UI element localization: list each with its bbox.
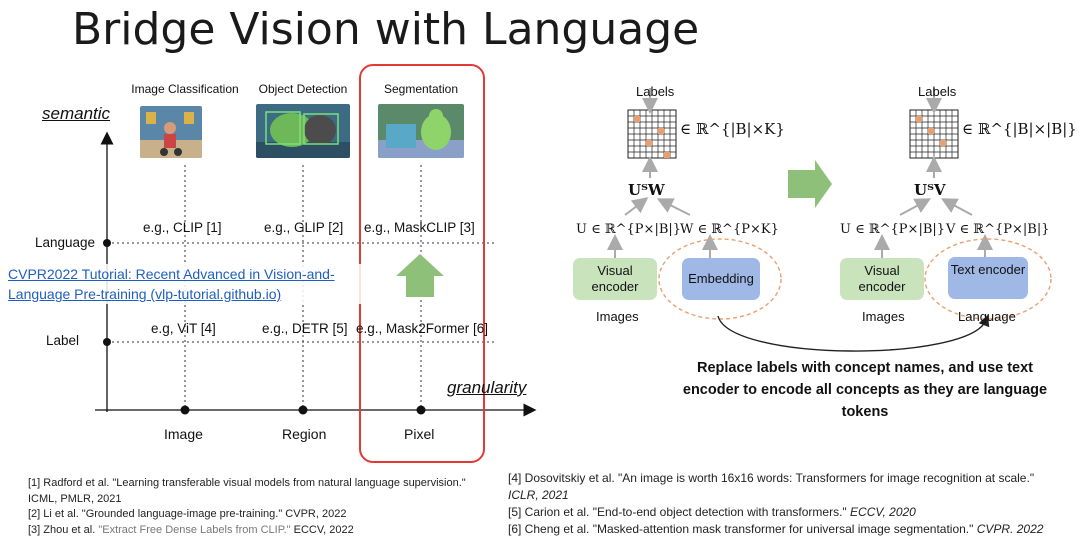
image-point xyxy=(180,405,190,415)
x-axis-label: granularity xyxy=(447,378,527,397)
reference-3-authors: [3] Zhou et al. xyxy=(28,523,99,536)
left-labels-title: Labels xyxy=(636,84,675,99)
col-header-segmentation: Segmentation xyxy=(383,82,459,96)
pixel-x-label: Pixel xyxy=(404,426,435,442)
vit-example: e.g, ViT [4] xyxy=(151,321,216,336)
right-product: UᵀV xyxy=(914,181,946,199)
glip-example: e.g., GLIP [2] xyxy=(264,220,344,235)
right-v-matrix: V ∈ ℝ^{P×|B|} xyxy=(946,222,1050,237)
reference-3: [3] Zhou et al. "Extract Free Dense Labe… xyxy=(28,523,468,539)
reference-6-text: [6] Cheng et al. "Masked-attention mask … xyxy=(508,522,977,536)
col-header-image-classification: Image Classification xyxy=(131,82,239,96)
clip-diagram xyxy=(607,88,1052,352)
left-labels-set: ∈ ℝ^{|B|×K} xyxy=(680,120,785,138)
replace-connection-arrow xyxy=(717,314,990,352)
region-x-label: Region xyxy=(282,426,327,442)
reference-3-title: "Extract Free Dense Labels from CLIP." xyxy=(98,523,291,536)
reference-3-venue: ECCV, 2022 xyxy=(290,523,354,536)
maskclip-example: e.g., MaskCLIP [3] xyxy=(364,220,475,235)
embedding-box: Embedding xyxy=(682,258,760,300)
left-label-matrix xyxy=(627,109,677,159)
reference-6: [6] Cheng et al. "Masked-attention mask … xyxy=(508,521,1048,538)
reference-4: [4] Dosovitskiy et al. "An image is wort… xyxy=(508,470,1048,504)
segmentation-highlight-box xyxy=(359,64,485,463)
page-title: Bridge Vision with Language xyxy=(72,4,700,55)
right-u-matrix: U ∈ ℝ^{P×|B|} xyxy=(840,222,946,237)
diagram-caption: Replace labels with concept names, and u… xyxy=(682,360,1048,420)
left-images-input: Images xyxy=(596,309,639,324)
reference-2: [2] Li et al. "Grounded language-image p… xyxy=(28,508,347,520)
language-input: Language xyxy=(958,309,1016,324)
text-encoder-box: Text encoder xyxy=(948,257,1028,299)
y-axis-label: semantic xyxy=(42,104,111,123)
mask2former-example: e.g., Mask2Former [6] xyxy=(356,321,489,336)
reference-1: [1] Radford et al. "Learning transferabl… xyxy=(28,477,466,505)
tutorial-link-line2[interactable]: Language Pre-training (vlp-tutorial.gith… xyxy=(8,286,282,302)
reference-6-venue: CVPR. 2022 xyxy=(976,522,1044,536)
transition-arrow xyxy=(788,160,832,208)
language-level-label: Language xyxy=(35,235,96,250)
segmentation-thumbnail xyxy=(378,104,464,158)
right-labels-set: ∈ ℝ^{|B|×|B|} xyxy=(962,120,1077,138)
tutorial-link-line1[interactable]: CVPR2022 Tutorial: Recent Advanced in Vi… xyxy=(8,266,335,282)
reference-4-venue: ICLR, 2021 xyxy=(508,488,569,502)
label-level-label: Label xyxy=(46,333,80,348)
embedding-label: Embedding xyxy=(688,271,754,286)
region-point xyxy=(298,405,308,415)
image-x-label: Image xyxy=(164,426,203,442)
references-right: [4] Dosovitskiy et al. "An image is wort… xyxy=(508,470,1048,538)
image-classification-thumbnail xyxy=(140,106,202,158)
text-encoder-label: Text encoder xyxy=(950,262,1026,277)
references-left: [1] Radford et al. "Learning transferabl… xyxy=(28,476,468,538)
left-product: UᵀW xyxy=(628,181,665,199)
reference-5-venue: ECCV, 2020 xyxy=(850,505,916,519)
granularity-semantic-axes xyxy=(95,131,537,417)
right-visual-encoder-label: Visual encoder xyxy=(858,263,906,294)
object-detection-thumbnail xyxy=(256,104,350,158)
right-visual-encoder-box: Visual encoder xyxy=(840,258,924,300)
pixel-point xyxy=(416,405,426,415)
left-w-matrix: W ∈ ℝ^{P×K} xyxy=(680,222,779,237)
col-header-object-detection: Object Detection xyxy=(258,82,348,96)
detr-example: e.g., DETR [5] xyxy=(262,321,348,336)
reference-5-text: [5] Carion et al. "End-to-end object det… xyxy=(508,505,851,519)
tutorial-link[interactable]: CVPR2022 Tutorial: Recent Advanced in Vi… xyxy=(8,264,368,304)
label-point xyxy=(103,338,111,346)
reference-4-text: [4] Dosovitskiy et al. "An image is wort… xyxy=(508,471,1035,485)
embedding-highlight-ellipse xyxy=(658,238,782,320)
left-visual-encoder-label: Visual encoder xyxy=(591,263,639,294)
green-up-arrow xyxy=(396,254,444,297)
right-labels-title: Labels xyxy=(918,84,957,99)
right-images-input: Images xyxy=(862,309,905,324)
left-visual-encoder-box: Visual encoder xyxy=(573,258,657,300)
text-encoder-highlight-ellipse xyxy=(924,238,1052,320)
reference-5: [5] Carion et al. "End-to-end object det… xyxy=(508,504,1048,521)
language-point xyxy=(103,239,111,247)
left-u-matrix: U ∈ ℝ^{P×|B|} xyxy=(576,222,682,237)
clip-example: e.g., CLIP [1] xyxy=(143,220,222,235)
right-label-matrix xyxy=(909,109,959,159)
